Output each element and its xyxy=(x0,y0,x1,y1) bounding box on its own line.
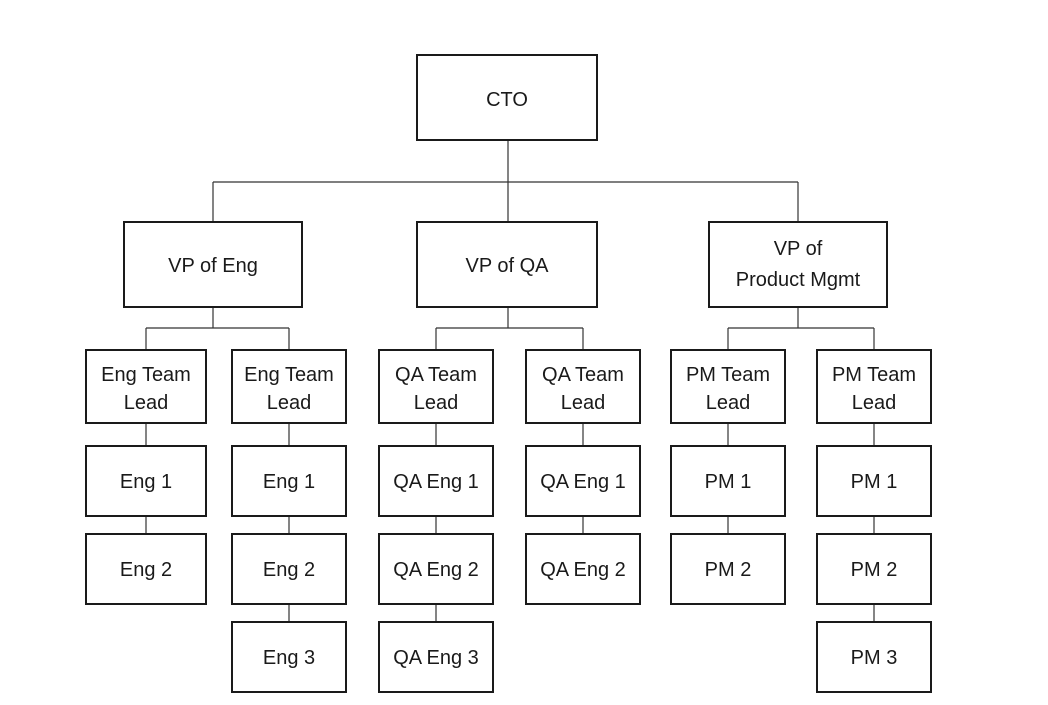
node-label-line-1: QA Team xyxy=(542,364,624,386)
node-qa-team-lead-2: QA Team Lead xyxy=(525,349,641,424)
node-label-line-2: Lead xyxy=(267,392,312,414)
node-pm-team-lead-1: PM Team Lead xyxy=(670,349,786,424)
node-label: PM 3 xyxy=(851,647,898,669)
node-label: PM 2 xyxy=(705,559,752,581)
node-qa-eng-1-col-1: QA Eng 1 xyxy=(378,445,494,517)
node-vp-eng: VP of Eng xyxy=(123,221,303,308)
node-label: QA Eng 1 xyxy=(393,471,479,493)
node-label-line-1: PM Team xyxy=(686,364,770,386)
node-cto: CTO xyxy=(416,54,598,141)
node-label: Eng 3 xyxy=(263,647,315,669)
node-label: PM 1 xyxy=(705,471,752,493)
node-label-line-2: Lead xyxy=(852,392,897,414)
node-label-line-2: Product Mgmt xyxy=(736,269,861,291)
node-label: PM 2 xyxy=(851,559,898,581)
node-label: VP of QA xyxy=(465,255,549,277)
node-qa-eng-1-col-2: QA Eng 1 xyxy=(525,445,641,517)
node-pm-1-col-1: PM 1 xyxy=(670,445,786,517)
node-label-line-1: QA Team xyxy=(395,364,477,386)
node-pm-3-col-2: PM 3 xyxy=(816,621,932,693)
node-label-line-2: Lead xyxy=(561,392,606,414)
node-label: Eng 1 xyxy=(263,471,315,493)
node-eng-team-lead-1: Eng Team Lead xyxy=(85,349,207,424)
node-eng-2-col-2: Eng 2 xyxy=(231,533,347,605)
node-vp-product-mgmt: VP of Product Mgmt xyxy=(708,221,888,308)
node-label-line-2: Lead xyxy=(124,392,169,414)
node-label-line-1: PM Team xyxy=(832,364,916,386)
node-qa-eng-2-col-2: QA Eng 2 xyxy=(525,533,641,605)
node-qa-team-lead-1: QA Team Lead xyxy=(378,349,494,424)
node-eng-2-col-1: Eng 2 xyxy=(85,533,207,605)
node-pm-2-col-2: PM 2 xyxy=(816,533,932,605)
node-label: QA Eng 3 xyxy=(393,647,479,669)
node-label: Eng 2 xyxy=(120,559,172,581)
node-label: Eng 2 xyxy=(263,559,315,581)
node-qa-eng-2-col-1: QA Eng 2 xyxy=(378,533,494,605)
node-label: VP of Eng xyxy=(168,255,258,277)
node-label-line-1: VP of xyxy=(774,238,823,260)
node-label: Eng 1 xyxy=(120,471,172,493)
node-label: CTO xyxy=(486,89,528,111)
node-qa-eng-3-col-1: QA Eng 3 xyxy=(378,621,494,693)
node-pm-2-col-1: PM 2 xyxy=(670,533,786,605)
node-pm-team-lead-2: PM Team Lead xyxy=(816,349,932,424)
node-pm-1-col-2: PM 1 xyxy=(816,445,932,517)
node-label: QA Eng 1 xyxy=(540,471,626,493)
node-eng-team-lead-2: Eng Team Lead xyxy=(231,349,347,424)
node-label: PM 1 xyxy=(851,471,898,493)
node-label-line-2: Lead xyxy=(414,392,459,414)
node-label-line-1: Eng Team xyxy=(244,364,334,386)
node-eng-1-col-2: Eng 1 xyxy=(231,445,347,517)
node-label: QA Eng 2 xyxy=(540,559,626,581)
connectors xyxy=(145,140,875,622)
node-eng-1-col-1: Eng 1 xyxy=(85,445,207,517)
node-eng-3-col-2: Eng 3 xyxy=(231,621,347,693)
node-label: QA Eng 2 xyxy=(393,559,479,581)
node-vp-qa: VP of QA xyxy=(416,221,598,308)
node-label-line-1: Eng Team xyxy=(101,364,191,386)
node-label-line-2: Lead xyxy=(706,392,751,414)
